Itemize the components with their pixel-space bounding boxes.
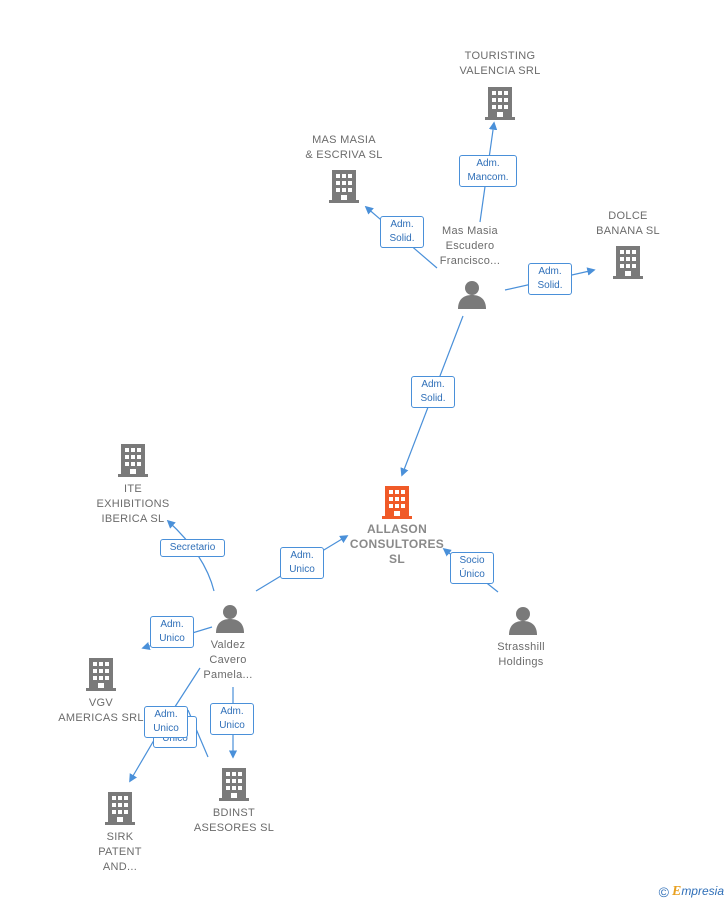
building-icon <box>219 768 249 801</box>
edge-label-unico-bdinst[interactable]: Adm. Unico <box>210 703 254 735</box>
building-icon <box>382 486 412 519</box>
node-label: Strasshill Holdings <box>497 641 545 668</box>
node-label: SIRK PATENT AND... <box>98 831 142 873</box>
node-label: TOURISTING VALENCIA SRL <box>459 50 541 77</box>
person-icon <box>509 607 537 635</box>
footer-brand: © Empresia <box>659 883 724 901</box>
edge-label-solid-dolce[interactable]: Adm. Solid. <box>528 263 572 295</box>
node-label: ALLASON CONSULTORES SL <box>349 522 445 566</box>
edge-label-solid-allason[interactable]: Adm. Solid. <box>411 376 455 408</box>
node-label: MAS MASIA & ESCRIVA SL <box>305 134 383 161</box>
edge-label-solid-masmasia[interactable]: Adm. Solid. <box>380 216 424 248</box>
edge-label-socio[interactable]: Socio Único <box>450 552 494 584</box>
node-label: Valdez Cavero Pamela... <box>203 639 253 681</box>
building-icon <box>118 444 148 477</box>
building-icon <box>105 792 135 825</box>
edge-label-unico-sirk[interactable]: Adm. Unico <box>144 706 188 738</box>
brand-initial: E <box>671 884 682 899</box>
brand-logo: Empresia <box>672 884 724 900</box>
edge-label-unico-allason[interactable]: Adm. Unico <box>280 547 324 579</box>
building-icon <box>613 246 643 279</box>
building-icon <box>329 170 359 203</box>
copyright-icon: © <box>658 884 669 900</box>
brand-name: mpresia <box>681 884 724 898</box>
node-label: BDINST ASESORES SL <box>193 807 275 834</box>
node-label: ITE EXHIBITIONS IBERICA SL <box>96 483 170 525</box>
person-icon <box>216 605 244 633</box>
person-icon <box>458 281 486 309</box>
edge-label-mancom[interactable]: Adm. Mancom. <box>459 155 517 187</box>
building-icon <box>485 87 515 120</box>
edge-label-unico-vgv[interactable]: Adm. Unico <box>150 616 194 648</box>
building-icon <box>86 658 116 691</box>
node-label: DOLCE BANANA SL <box>596 210 660 237</box>
edge-label-secretario[interactable]: Secretario <box>160 539 225 557</box>
node-label: VGV AMERICAS SRL <box>58 697 144 724</box>
node-label: Mas Masia Escudero Francisco... <box>439 225 501 267</box>
